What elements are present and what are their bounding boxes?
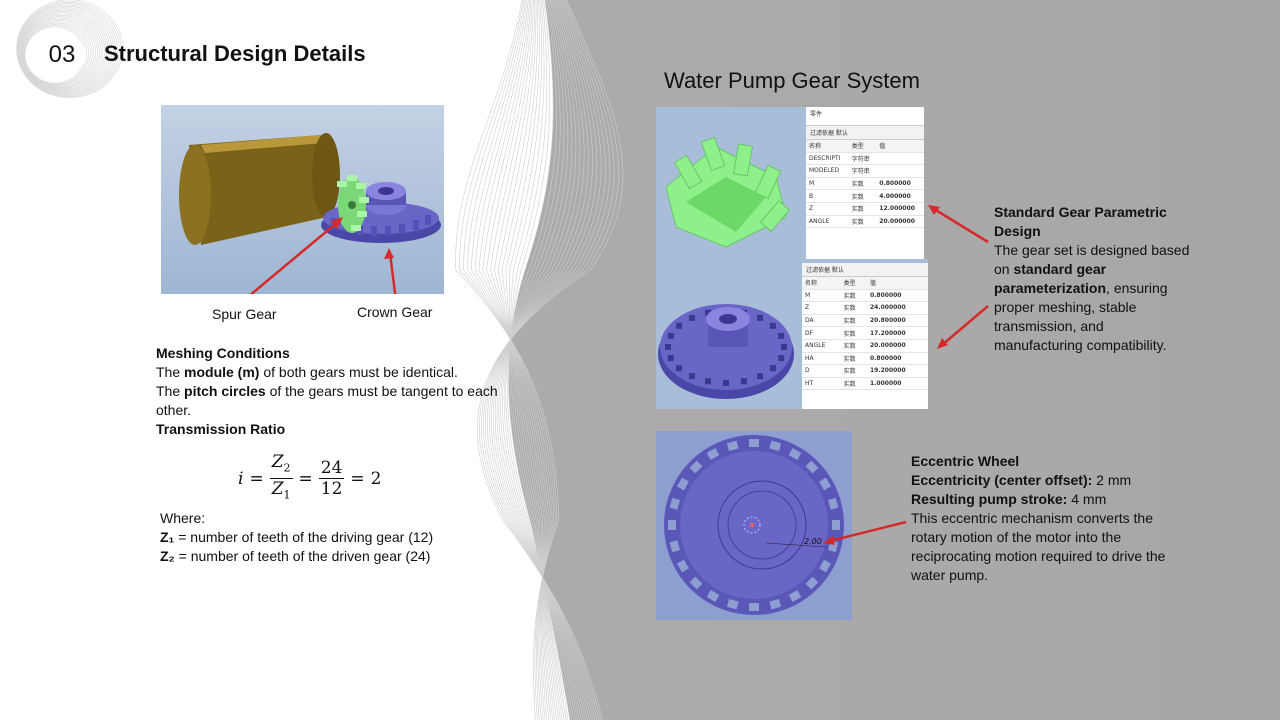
where-block: Where: Z₁ = number of teeth of the drivi… — [160, 509, 500, 566]
param-header-row: 名称类型值 — [802, 277, 928, 290]
z2-definition: Z₂ = number of teeth of the driven gear … — [160, 548, 431, 564]
transmission-heading: Transmission Ratio — [156, 421, 286, 437]
eccentric-wheel-cad-panel: 2.00 — [656, 431, 852, 620]
meshing-heading: Meshing Conditions — [156, 345, 290, 361]
section-number: 03 — [48, 41, 76, 68]
crown-gear-label: Crown Gear — [357, 304, 433, 320]
standard-gear-heading: Standard Gear Parametric Design — [994, 204, 1167, 239]
transmission-ratio-formula: i = Z2 Z1 = 24 12 = 2 — [238, 452, 382, 502]
spur-gear-label: Spur Gear — [212, 306, 277, 322]
section-number-badge — [38, 36, 88, 74]
param-header-row: 名称类型值 — [806, 140, 924, 153]
meshing-line-1: The module (m) of both gears must be ide… — [156, 364, 458, 380]
eccentric-wheel-description: Eccentric Wheel Eccentricity (center off… — [911, 452, 1186, 585]
standard-gear-body: The gear set is designed based on standa… — [994, 242, 1190, 353]
where-label: Where: — [160, 510, 206, 526]
section-title: Structural Design Details — [104, 41, 366, 66]
meshing-conditions: Meshing Conditions The module (m) of bot… — [156, 344, 501, 439]
pump-stroke-line: Resulting pump stroke: 4 mm — [911, 491, 1107, 507]
eccentric-dimension: 2.00 — [804, 537, 822, 546]
meshing-line-2: The pitch circles of the gears must be t… — [156, 383, 498, 418]
standard-gear-description: Standard Gear Parametric Design The gear… — [994, 203, 1194, 355]
eccentric-heading: Eccentric Wheel — [911, 453, 1020, 469]
gear-assembly-image — [161, 105, 444, 294]
z1-definition: Z₁ = number of teeth of the driving gear… — [160, 529, 434, 545]
eccentricity-line: Eccentricity (center offset): 2 mm — [911, 472, 1132, 488]
right-section-title: Water Pump Gear System — [664, 68, 920, 93]
eccentric-body: This eccentric mechanism converts the ro… — [911, 510, 1166, 583]
